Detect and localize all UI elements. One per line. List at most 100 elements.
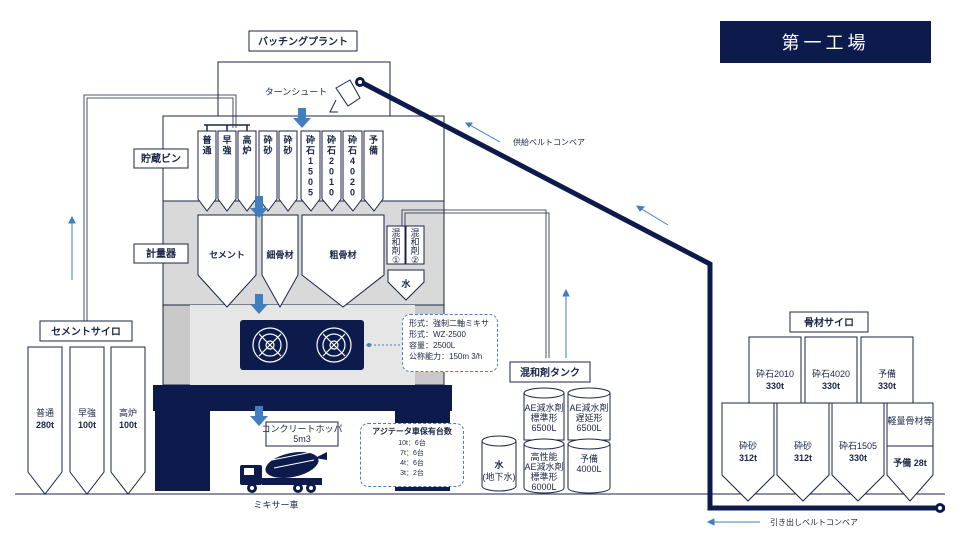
admixture-tank-text: 6000L [531,482,556,492]
weigher-fine-label: 細骨材 [266,249,293,260]
bin-label-char: 0 [350,188,355,198]
admix2-char: 和 [410,237,419,247]
svg-text:計量器: 計量器 [146,247,177,260]
truck-fleet-row: 3t：2台 [400,470,424,477]
admix2-char: 混 [410,228,419,238]
bin-label-char: 2 [350,177,355,187]
truck-fleet-heading: アジテータ車保有台数 [372,427,452,436]
bin-label-char: 通 [202,145,211,156]
weigher-water-label: 水 [401,278,411,289]
flow-arrows [250,108,311,426]
cement-silo-name: 高炉 [119,407,137,418]
aggregate-silo-name: 砕石4020 [812,368,850,379]
bin-label-char: 5 [308,188,313,198]
truck-fleet-row: 4t：6台 [400,460,424,467]
aggregate-silo-capacity: 312t [794,453,812,463]
bin-label-char: 早 [222,135,231,145]
bin-label-char: 予 [369,135,378,145]
bin-label-char: 4 [350,156,355,166]
aggregate-silo-capacity: 330t [849,453,867,463]
bin-label-char: 石 [326,146,336,156]
svg-text:骨材サイロ: 骨材サイロ [804,316,854,329]
admix1-char: 剤 [391,245,400,256]
aggregate-silos [721,336,934,502]
aggregate-silo-name: 砕砂 [739,440,757,451]
bin-label-char: 炉 [242,145,251,156]
tag-aggregate-silo: 骨材サイロ [789,311,869,333]
admixture-tank-labels: AE減水剤標準形6500LAE減水剤遅延形6500L高性能AE減水剤標準形600… [524,402,608,492]
weighers [197,214,425,309]
aggregate-silo-name: 砕砂 [794,440,812,451]
admixture-tank-text: 4000L [576,464,601,474]
water-tank-name: 水 [494,459,504,470]
cement-silo-name: 早強 [78,407,96,418]
bin-label-char: 砂 [283,145,292,156]
mixer-spec-line: 形式：強制二軸ミキサ [409,319,489,328]
aggregate-silo-name: 予備 [878,368,896,379]
hopper-label-2: 5m3 [293,434,311,444]
admixture-tank-text: 6500L [531,423,556,433]
cement-silo-labels: 普通 280t 早強 100t 高炉 100t [36,407,137,430]
hopper-label-1: コンクリートホッパ [261,424,342,434]
bin-label-char: 砕 [348,134,357,145]
bin-label-char: 0 [329,188,334,198]
aggregate-silo-capacity: 330t [766,381,784,391]
admixture-tank-text: 高性能 [530,451,557,462]
aggregate-silo-labels: 砕石2010330t砕石4020330t予備330t砕砂312t砕砂312t砕石… [739,368,933,468]
admixture-tank-text: AE減水剤 [569,402,608,413]
bin-label-char: 強 [222,145,231,156]
aggregate-silo-name: 軽量骨材等 [887,415,932,426]
mixer [240,320,402,370]
cement-supply-pipe [86,97,234,330]
cement-silo-name: 普通 [36,407,54,418]
truck-fleet-box: アジテータ車保有台数 10t：6台 7t：6台 4t：6台 3t：2台 [360,423,464,487]
admixture-tank-text: 遅延形 [575,412,602,423]
aggregate-silo-capacity: 330t [878,381,896,391]
cement-silo-capacity: 100t [78,420,96,430]
cement-silo-capacity: 280t [36,420,54,430]
mixer-truck-label: ミキサー車 [253,499,298,510]
supply-belt-conveyor [329,77,945,513]
bin-label-char: 石 [347,146,357,156]
tag-weigher: 計量器 [133,243,189,264]
bin-label-char: 0 [350,167,355,177]
admixture-tank-text: 6500L [576,423,601,433]
admixture-tank-text: AE減水剤 [524,402,563,413]
aggregate-silo-name: 砕石1505 [839,440,877,451]
storage-bins [197,124,384,212]
bin-label-char: 2 [329,156,334,166]
water-tank-sub: (地下水) [483,471,516,482]
truck-fleet-row: 10t：6台 [398,440,426,447]
admix2-char: 剤 [410,245,419,256]
bin-label-char: 備 [369,145,378,156]
admixture-tank-text: 予備 [580,453,598,464]
admix1-char: ① [392,255,400,265]
mixer-spec-line: 容量：2500L [409,341,456,350]
mixer-spec-box: 形式：強制二軸ミキサ 形式：WZ-2500 容量：2500L 公称能力：150m… [402,314,498,372]
mixer-spec-line: 公称能力：150m 3/h [409,352,483,361]
admixture-pipe [401,209,547,358]
concrete-hopper-box [265,421,339,447]
admix2-char: ② [411,255,419,265]
admixture-tanks [481,387,611,494]
bin-label-char: 砕 [327,134,336,145]
tag-storage-bin: 貯蔵ビン [133,148,189,169]
conveyor-direction-arrows [68,122,760,526]
weigher-cement-label: セメント [209,250,245,260]
bin-label-char: 石 [305,146,315,156]
bin-label-char: 砕 [283,134,292,145]
svg-text:貯蔵ビン: 貯蔵ビン [141,152,181,165]
admixture-tank-text: 標準形 [530,412,557,423]
tag-admixture-tank: 混和剤タンク [509,361,591,383]
aggregate-silo-capacity: 312t [739,453,757,463]
tag-cement-silo: セメントサイロ [39,320,133,342]
bin-label-char: 普 [202,134,211,145]
bin-label-char: 5 [308,167,313,177]
bin-label-char: 砕 [306,134,315,145]
cement-silo-capacity: 100t [119,420,137,430]
bin-label-char: 砂 [263,145,272,156]
supply-belt-label: 供給ベルトコンベア [513,137,585,147]
